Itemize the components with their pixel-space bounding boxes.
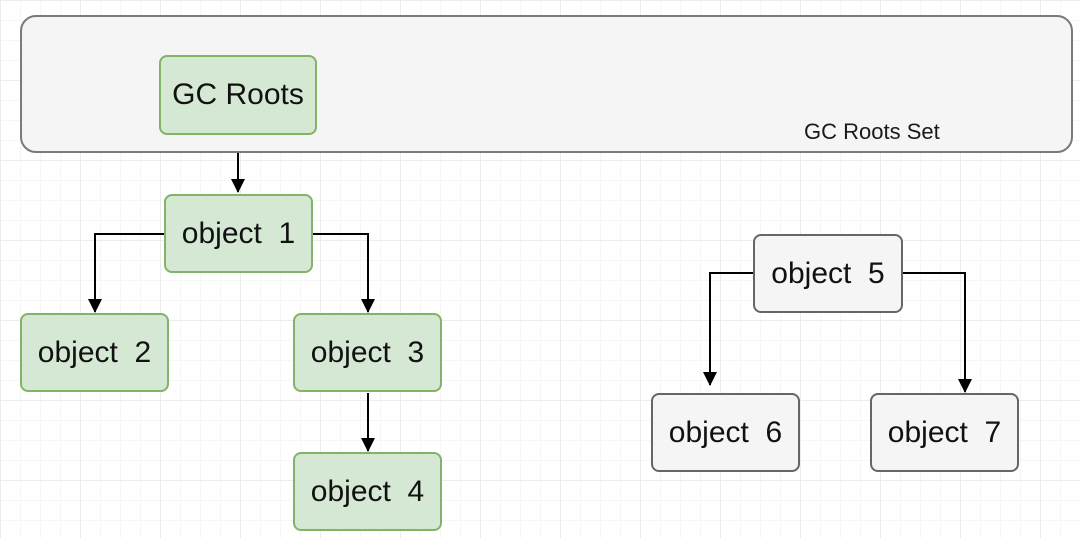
- node-object-2[interactable]: object 2: [20, 313, 169, 392]
- node-gc-roots[interactable]: GC Roots: [159, 55, 317, 135]
- node-object-7[interactable]: object 7: [870, 393, 1019, 472]
- gc-roots-set-label: GC Roots Set: [804, 119, 940, 144]
- node-object-6[interactable]: object 6: [651, 393, 800, 472]
- edge-object-1-to-object-3: [313, 233, 375, 313]
- node-object-1[interactable]: object 1: [164, 194, 313, 273]
- node-object-4[interactable]: object 4: [293, 452, 442, 531]
- node-object-5[interactable]: object 5: [753, 234, 903, 313]
- node-object-3[interactable]: object 3: [293, 313, 442, 392]
- edge-object-5-to-object-7: [903, 272, 972, 393]
- edge-object-1-to-object-2: [88, 233, 165, 313]
- edge-object-5-to-object-6: [703, 272, 753, 386]
